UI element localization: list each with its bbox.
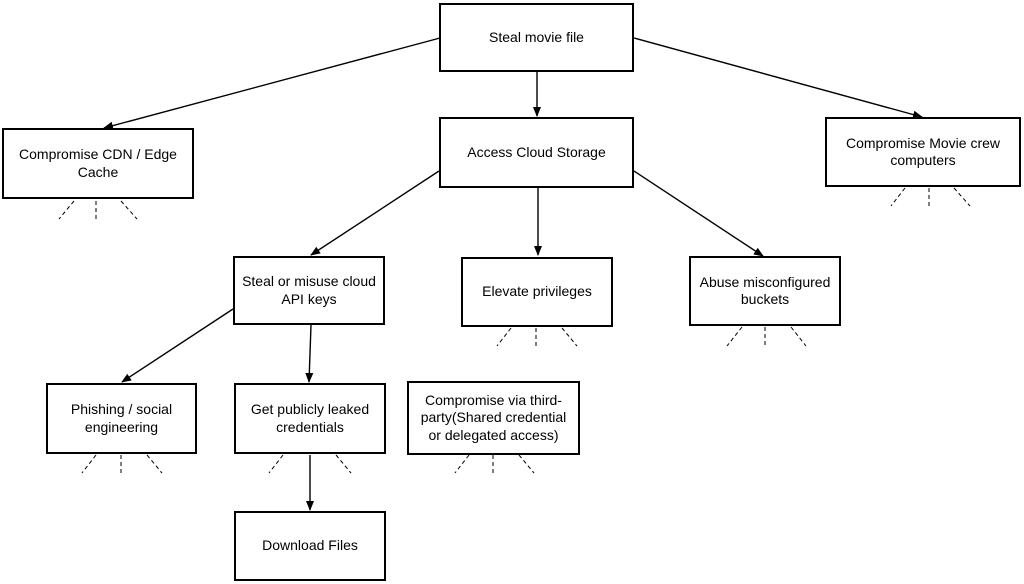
node-third-party: Compromise via third-party(Shared creden…: [407, 381, 580, 455]
node-label: Phishing / social engineering: [70, 401, 173, 435]
node-label: Get publicly leaked credentials: [250, 401, 370, 435]
expansion-stub-leaked: [268, 454, 352, 474]
expansion-stub-elevate: [496, 327, 578, 347]
node-access-cloud-storage: Access Cloud Storage: [439, 117, 634, 188]
node-compromise-crew-computers: Compromise Movie crew computers: [825, 117, 1021, 187]
node-compromise-cdn: Compromise CDN / Edge Cache: [2, 128, 194, 199]
edge-keys-to-leaked: [305, 324, 314, 383]
node-download-files: Download Files: [234, 511, 386, 581]
node-label: Compromise CDN / Edge Cache: [19, 146, 177, 180]
node-label: Elevate privileges: [482, 283, 592, 300]
node-label: Download Files: [262, 537, 358, 554]
edge-root-to-cdn: [103, 37, 441, 130]
node-phishing: Phishing / social engineering: [46, 383, 197, 454]
node-label: Compromise via third-party(Shared creden…: [420, 391, 567, 443]
expansion-stub-phishing: [81, 454, 163, 474]
edge-cloud-to-keys: [310, 170, 440, 256]
expansion-stub-buckets: [726, 326, 807, 347]
edge-cloud-to-buckets: [633, 170, 764, 257]
expansion-stub-cdn: [58, 200, 138, 220]
node-steal-api-keys: Steal or misuse cloud API keys: [233, 256, 385, 325]
edge-keys-to-phishing: [121, 308, 234, 383]
node-steal-movie-file: Steal movie file: [439, 3, 634, 72]
expansion-stub-third-party: [454, 454, 535, 474]
node-label: Access Cloud Storage: [467, 143, 606, 160]
node-label: Steal or misuse cloud API keys: [242, 273, 376, 307]
node-elevate-privileges: Elevate privileges: [461, 257, 613, 327]
node-label: Abuse misconfigured buckets: [699, 273, 831, 308]
edge-root-to-crew: [633, 37, 923, 119]
expansion-stub-crew: [890, 187, 971, 207]
node-leaked-credentials: Get publicly leaked credentials: [234, 383, 386, 454]
node-abuse-buckets: Abuse misconfigured buckets: [689, 256, 841, 326]
node-label: Compromise Movie crew computers: [845, 134, 1001, 169]
node-label: Steal movie file: [489, 28, 584, 45]
